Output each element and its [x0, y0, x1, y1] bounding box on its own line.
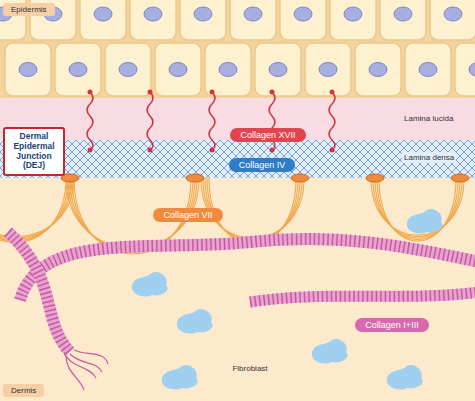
- nucleus: [294, 7, 312, 21]
- nucleus: [419, 63, 437, 77]
- fibroblast-cell: [162, 365, 198, 390]
- anchoring-plaque: [451, 174, 469, 182]
- nucleus: [244, 7, 262, 21]
- collagen-pill: Collagen VII: [153, 208, 222, 222]
- illustration-part: [74, 350, 108, 364]
- nucleus: [219, 63, 237, 77]
- nucleus: [444, 7, 462, 21]
- fibroblast-cell: [132, 272, 168, 297]
- cell: [355, 43, 401, 96]
- nucleus: [119, 63, 137, 77]
- cell: [230, 0, 276, 40]
- cell: [280, 0, 326, 40]
- node-text: Epidermis: [11, 5, 47, 14]
- collagen-xvii-strand: [87, 92, 93, 150]
- cell: [155, 43, 201, 96]
- fibroblast-cell: [387, 365, 423, 390]
- cell: [430, 0, 475, 40]
- illustration-part: [66, 356, 84, 390]
- layer-tag: Epidermis: [3, 3, 55, 16]
- strand-end: [210, 148, 215, 153]
- nucleus: [369, 63, 387, 77]
- collagen-xvii-strand: [147, 92, 153, 150]
- strand-end: [270, 148, 275, 153]
- node-text: Collagen VII: [163, 210, 212, 220]
- fibroblast-cell: [407, 209, 443, 234]
- cell: [55, 43, 101, 96]
- epidermal-cells: [0, 0, 475, 96]
- layer-tag: Dermis: [3, 384, 44, 397]
- cell: [130, 0, 176, 40]
- collagen-pill: Collagen XVII: [230, 128, 305, 142]
- illustration-part: [64, 352, 96, 378]
- illustration-part: [70, 354, 102, 372]
- illustration-part: [250, 292, 475, 302]
- nucleus: [194, 7, 212, 21]
- node-text: Collagen IV: [239, 160, 286, 170]
- nucleus: [169, 63, 187, 77]
- layer-label: Fibroblast: [230, 363, 269, 374]
- cell: [5, 43, 51, 96]
- cell: [405, 43, 451, 96]
- cell: [80, 0, 126, 40]
- anchoring-fibril: [379, 178, 456, 241]
- cell: [205, 43, 251, 96]
- cell: [305, 43, 351, 96]
- anchoring-fibril: [371, 178, 464, 235]
- nucleus: [94, 7, 112, 21]
- strand-end: [88, 90, 93, 95]
- nucleus: [144, 7, 162, 21]
- collagen-xvii-strand: [329, 92, 335, 150]
- illustration-part: [250, 292, 475, 302]
- collagen-pill: Collagen IV: [229, 158, 296, 172]
- junction-box: Dermal Epidermal Junction (DEJ): [3, 127, 65, 176]
- collagen-xvii-strand: [209, 92, 215, 150]
- layer-label: Lamina densa: [402, 152, 456, 163]
- layer-label: Lamina lucida: [402, 113, 455, 124]
- strand-end: [88, 148, 93, 153]
- anchoring-fibril: [377, 178, 458, 240]
- cell: [180, 0, 226, 40]
- node-text: Collagen XVII: [240, 130, 295, 140]
- fibroblast-cell: [312, 339, 348, 364]
- illustration-part: [8, 232, 70, 352]
- collagen-i-iii-fibrils: [8, 232, 475, 390]
- collagen-pill: Collagen I+III: [355, 318, 428, 332]
- nucleus: [344, 7, 362, 21]
- strand-end: [330, 90, 335, 95]
- nucleus: [19, 63, 37, 77]
- cell: [380, 0, 426, 40]
- illustration-part: [8, 232, 70, 352]
- nucleus: [69, 63, 87, 77]
- cell: [255, 43, 301, 96]
- nucleus: [394, 7, 412, 21]
- nucleus: [469, 63, 475, 77]
- cell: [330, 0, 376, 40]
- node-text: Dermal Epidermal Junction (DEJ): [7, 132, 61, 171]
- strand-end: [210, 90, 215, 95]
- cell: [105, 43, 151, 96]
- cell: [455, 43, 475, 96]
- anchoring-plaque: [291, 174, 309, 182]
- strand-end: [148, 90, 153, 95]
- nucleus: [319, 63, 337, 77]
- anchoring-fibril: [375, 178, 460, 238]
- anchoring-plaque: [366, 174, 384, 182]
- anchoring-plaque: [186, 174, 204, 182]
- strand-end: [330, 148, 335, 153]
- strand-end: [270, 90, 275, 95]
- anchoring-fibril: [373, 178, 462, 237]
- collagen-xvii-strands: [87, 90, 335, 153]
- lamina-densa-mesh: [0, 140, 475, 178]
- node-text: Dermis: [11, 386, 36, 395]
- nucleus: [269, 63, 287, 77]
- fibroblast-cell: [177, 309, 213, 334]
- node-text: Collagen I+III: [365, 320, 418, 330]
- strand-end: [148, 148, 153, 153]
